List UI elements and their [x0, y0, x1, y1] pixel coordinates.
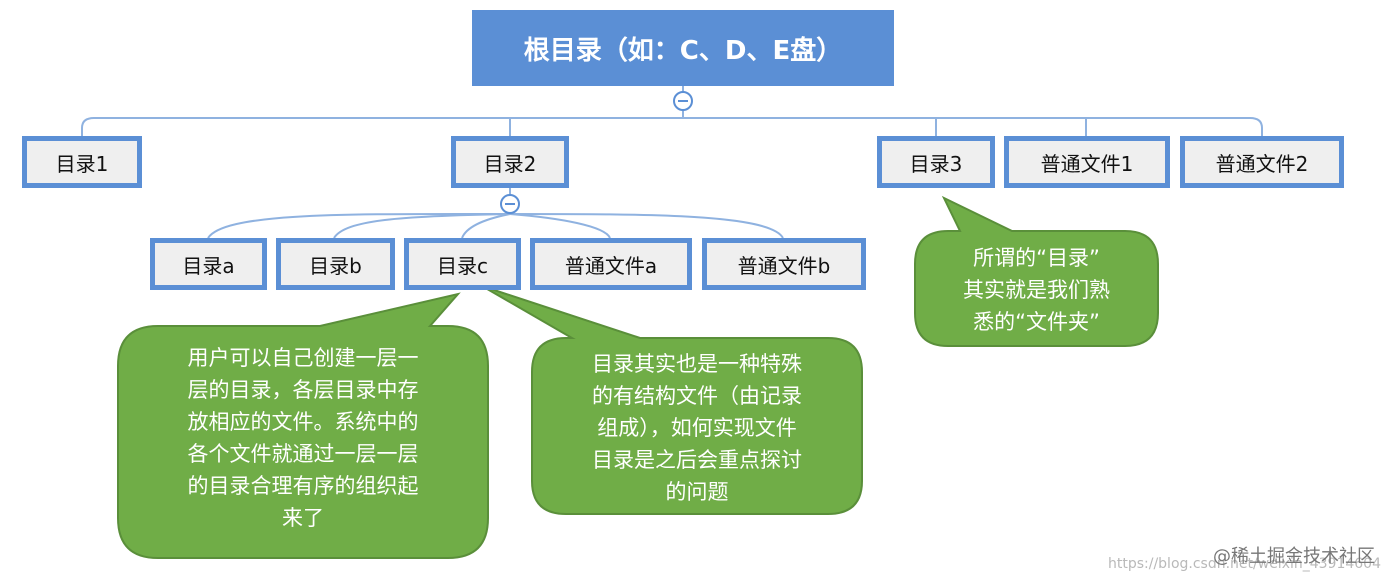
connector-root-bus [81, 117, 1263, 136]
tree-connectors [81, 86, 1263, 239]
node-label: 普通文件b [737, 253, 831, 278]
callout-line: 目录是之后会重点探讨 [592, 448, 802, 472]
node-label: 目录c [437, 253, 488, 278]
connector-to-file-b [509, 213, 784, 239]
dir2-collapse-toggle[interactable] [500, 194, 520, 214]
node-file-b[interactable]: 普通文件b [702, 238, 866, 290]
node-dir-b[interactable]: 目录b [276, 238, 395, 290]
node-label: 普通文件1 [1040, 151, 1134, 176]
node-file-a[interactable]: 普通文件a [530, 238, 692, 290]
node-dir-2[interactable]: 目录2 [451, 136, 569, 188]
node-dir-3[interactable]: 目录3 [877, 136, 995, 188]
callout-line: 组成），如何实现文件 [597, 416, 797, 440]
callout-dir-is-file: 目录其实也是一种特殊 的有结构文件（由记录 组成），如何实现文件 目录是之后会重… [532, 348, 862, 508]
callout-folder: 所谓的“目录” 其实就是我们熟 悉的“文件夹” [915, 242, 1158, 338]
node-dir-c[interactable]: 目录c [404, 238, 521, 290]
callout-line: 悉的“文件夹” [973, 310, 1100, 334]
callout-line: 各个文件就通过一层一层 [187, 442, 419, 466]
watermark-url: https://blog.csdn.net/weixin_43914604 [1107, 556, 1381, 572]
root-directory-node[interactable]: 根目录（如：C、D、E盘） [472, 10, 894, 86]
callout-line: 放相应的文件。系统中的 [187, 410, 419, 434]
connector-to-dir-b [333, 213, 511, 239]
connector-to-dir-a [207, 212, 511, 239]
node-label: 普通文件a [564, 253, 658, 278]
callout-line: 目录其实也是一种特殊 [592, 352, 802, 376]
callout-line: 所谓的“目录” [973, 246, 1100, 270]
minus-icon [505, 203, 515, 205]
callout-shape-user-dirs [117, 292, 489, 559]
node-file-1[interactable]: 普通文件1 [1004, 136, 1170, 188]
callout-line: 的问题 [665, 480, 729, 504]
callout-shape-dir-is-file [481, 285, 863, 515]
callout-line: 其实就是我们熟 [963, 278, 1110, 302]
node-label: 普通文件2 [1215, 151, 1309, 176]
watermark-brand: @稀土掘金技术社区 [1213, 546, 1375, 567]
callout-bubbles [117, 195, 1159, 559]
node-label: 目录a [182, 253, 235, 278]
callout-line: 的有结构文件（由记录 [592, 384, 802, 408]
minus-icon [678, 100, 688, 102]
node-label: 目录2 [483, 151, 537, 176]
callout-line: 用户可以自己创建一层一 [187, 346, 419, 370]
root-collapse-toggle[interactable] [673, 91, 693, 111]
callout-line: 来了 [282, 506, 324, 530]
callout-user-dirs: 用户可以自己创建一层一 层的目录，各层目录中存 放相应的文件。系统中的 各个文件… [118, 342, 488, 534]
root-directory-label: 根目录（如：C、D、E盘） [523, 35, 843, 66]
callout-shape-folder [914, 195, 1159, 347]
callout-line: 层的目录，各层目录中存 [187, 378, 419, 402]
node-file-2[interactable]: 普通文件2 [1180, 136, 1344, 188]
node-label: 目录b [309, 253, 362, 278]
node-label: 目录3 [909, 151, 963, 176]
callout-line: 的目录合理有序的组织起 [187, 474, 419, 498]
node-label: 目录1 [55, 151, 109, 176]
node-dir-1[interactable]: 目录1 [22, 136, 142, 188]
node-dir-a[interactable]: 目录a [150, 238, 267, 290]
connector-to-file-a [509, 213, 611, 239]
connector-to-dir-c [461, 213, 511, 239]
